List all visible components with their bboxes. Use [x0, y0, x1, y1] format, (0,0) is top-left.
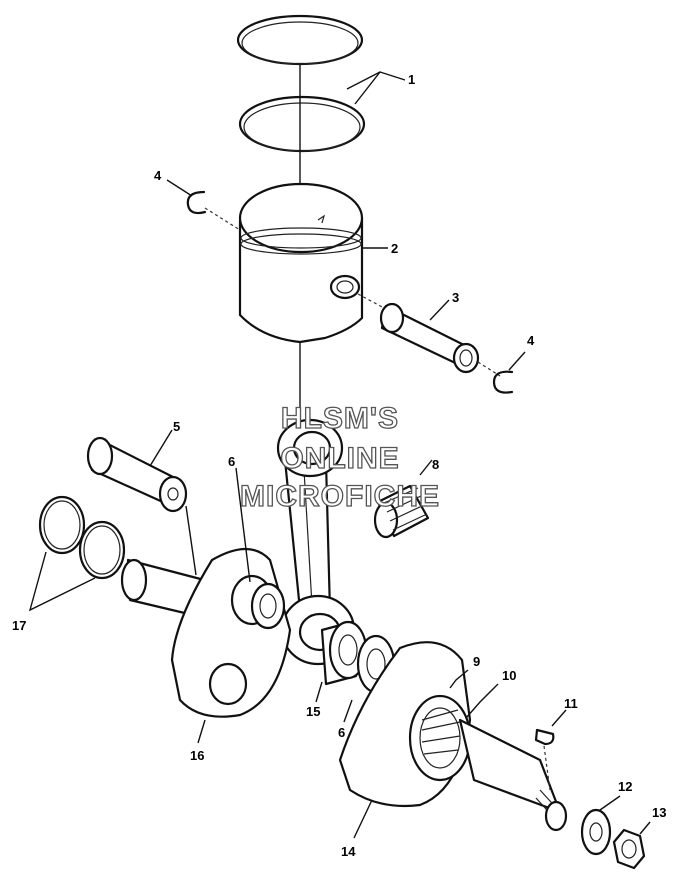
leader-crank-pin-15	[315, 681, 323, 703]
label-washer: 12	[618, 779, 632, 794]
label-circlip-left: 4	[154, 168, 162, 183]
label-crank-right: 14	[341, 844, 356, 859]
label-bearing-pin: 5	[173, 419, 180, 434]
leader-circlip-right	[508, 351, 526, 371]
leader-crank-right	[353, 799, 373, 839]
label-ring: 1	[408, 72, 415, 87]
leader-washer	[599, 795, 621, 811]
leader-ring-2	[354, 71, 381, 105]
label-main-bearing: 10	[502, 668, 516, 683]
leader-washer-right	[343, 699, 353, 723]
leader-key	[551, 709, 567, 727]
piston-pin	[379, 302, 480, 374]
label-nut: 13	[652, 805, 666, 820]
leader-crank-pin	[149, 429, 173, 467]
leader-main-bearing	[465, 683, 499, 719]
crankshaft-left-half	[120, 548, 292, 718]
lock-washer	[580, 808, 612, 856]
watermark-line-2: ONLINE	[280, 442, 399, 475]
label-circlip-right: 4	[527, 333, 535, 348]
pin-axis-dash-mid	[357, 293, 385, 309]
leader-nut	[639, 821, 651, 835]
label-crank-pin: 15	[306, 704, 320, 719]
crank-pin-washers	[320, 620, 396, 694]
watermark-line-1: HLSM'S	[281, 402, 399, 435]
piston	[238, 182, 364, 344]
leader-shims	[28, 551, 96, 612]
key-axis-dash	[543, 745, 551, 791]
crank-pin	[86, 436, 188, 513]
leader-circlip-left	[166, 179, 193, 197]
leader-washer-left	[235, 467, 251, 583]
crank-pin-axis	[185, 505, 197, 576]
leader-pin	[429, 299, 450, 321]
leader-ring-1	[346, 71, 406, 90]
label-washer-left: 6	[228, 454, 235, 469]
crankshaft-right-half	[338, 641, 568, 832]
label-crank-left: 16	[190, 748, 204, 763]
watermark-line-3: MICROFICHE	[240, 480, 440, 513]
label-shims: 17	[12, 618, 26, 633]
pin-axis-dash-right	[477, 361, 501, 377]
shims	[38, 495, 126, 580]
label-seal: 9	[473, 654, 480, 669]
label-key: 11	[564, 696, 578, 711]
crank-nut	[612, 828, 646, 870]
piston-rings	[236, 14, 366, 153]
label-pin: 3	[452, 290, 459, 305]
label-piston: 2	[391, 241, 398, 256]
label-washer-right: 6	[338, 725, 345, 740]
leader-seal	[449, 669, 469, 689]
circlip-left	[186, 190, 207, 215]
woodruff-key	[534, 728, 555, 746]
pin-axis-dash-left	[204, 207, 241, 231]
circlip-right	[492, 370, 514, 394]
small-end-bearing	[373, 484, 430, 539]
leader-crank-left	[197, 719, 206, 744]
label-rod-bearing: 8	[432, 457, 439, 472]
leader-rod-bearing	[419, 459, 433, 476]
